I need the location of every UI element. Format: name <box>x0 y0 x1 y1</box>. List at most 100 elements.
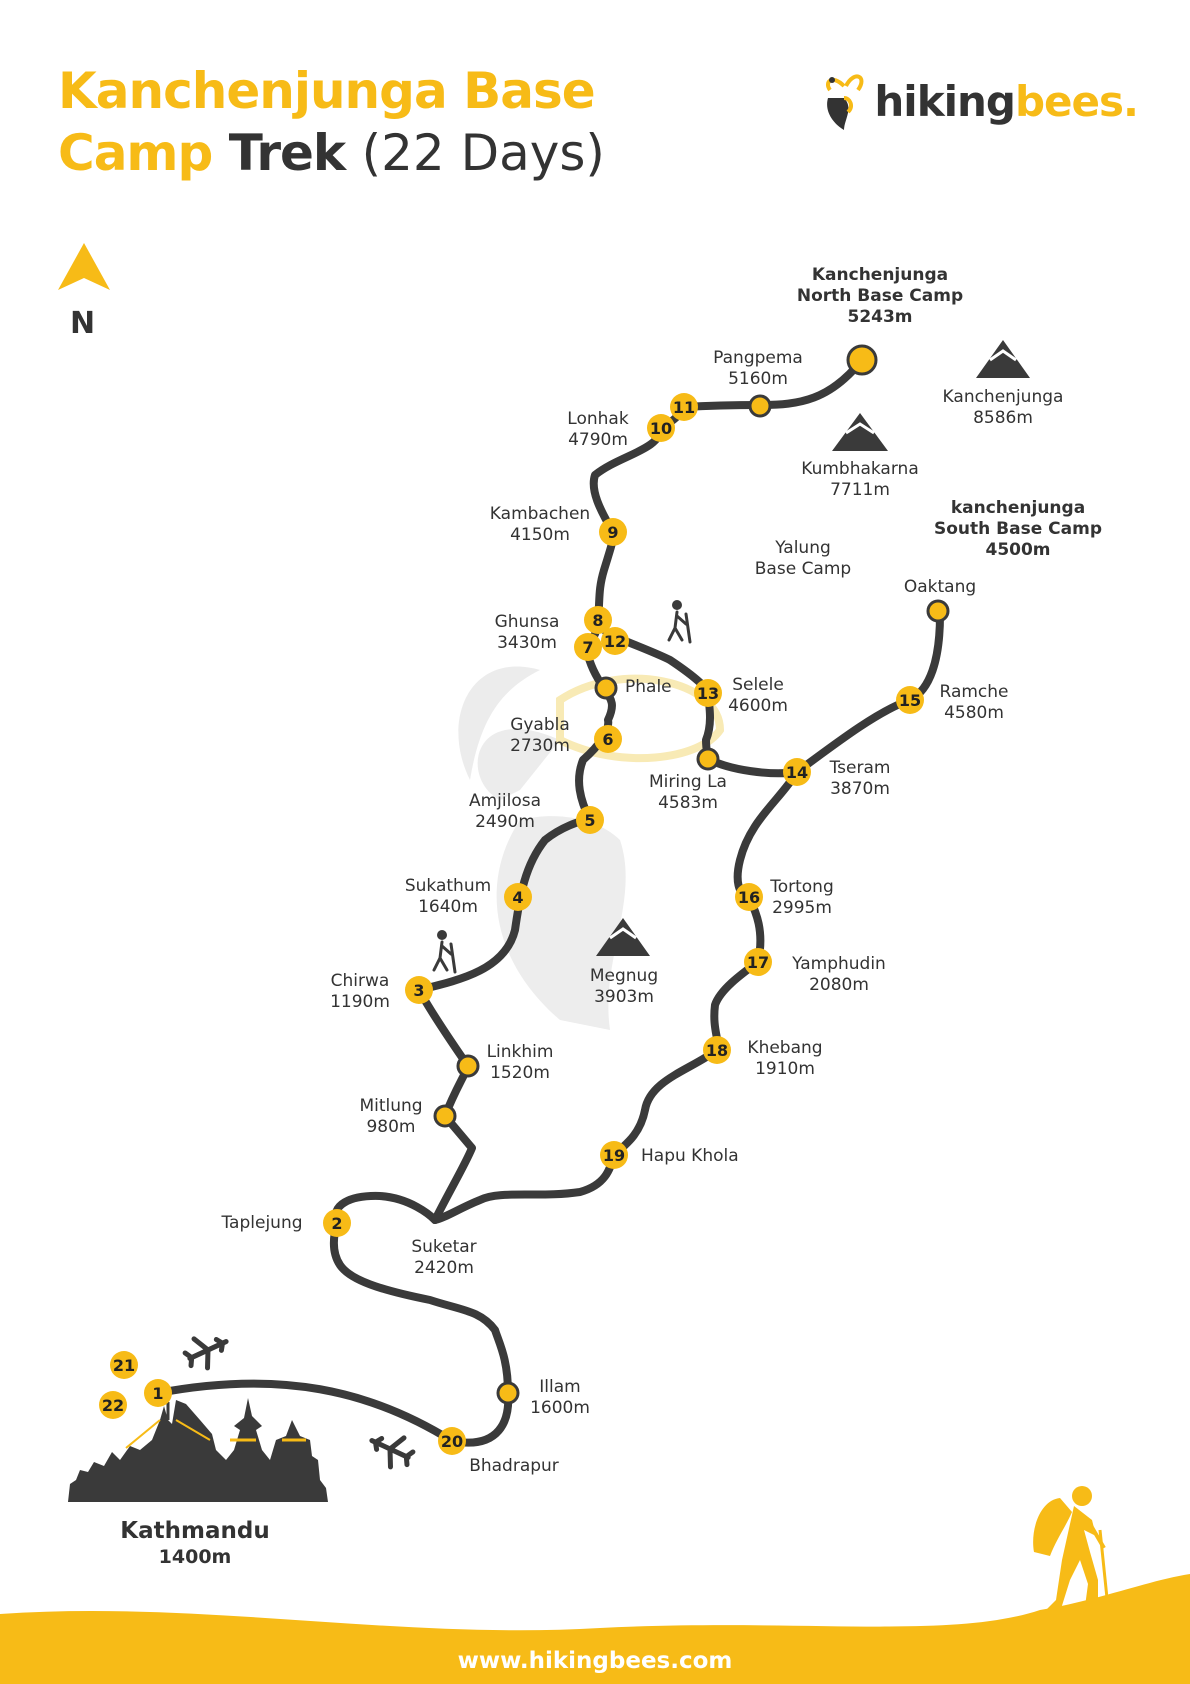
hikingbees-logo[interactable]: hikingbees. <box>814 66 1139 136</box>
stop-marker[interactable]: 2 <box>323 1209 351 1237</box>
stop-marker[interactable]: 13 <box>694 679 722 707</box>
bee-icon <box>826 74 864 130</box>
stop-marker[interactable]: 4 <box>504 883 532 911</box>
stop-number: 9 <box>607 523 618 542</box>
place-altitude: 5243m <box>847 307 912 327</box>
place-name: Illam <box>539 1377 580 1397</box>
place-altitude: 7711m <box>830 480 890 500</box>
stop-number: 8 <box>592 611 603 630</box>
place-altitude: 2080m <box>809 975 869 995</box>
stop-number: 11 <box>673 398 695 417</box>
place-altitude: 4600m <box>728 696 788 716</box>
place-name: Ghunsa <box>495 612 560 632</box>
stop-marker[interactable]: 11 <box>670 393 698 421</box>
waypoint-oaktang[interactable] <box>926 599 950 623</box>
place-name: Miring La <box>649 772 727 792</box>
waypoint-linkhim[interactable] <box>456 1054 480 1078</box>
stop-number: 5 <box>584 811 595 830</box>
place-name: Lonhak <box>567 409 629 429</box>
stop-marker[interactable]: 21 <box>110 1351 138 1379</box>
website-link[interactable]: www.hikingbees.com <box>457 1648 733 1674</box>
place-name: Khebang <box>747 1038 822 1058</box>
stop-marker[interactable]: 20 <box>438 1427 466 1455</box>
waypoint-illam[interactable] <box>496 1381 520 1405</box>
stop-marker[interactable]: 7 <box>574 633 602 661</box>
waypoint-miring-la[interactable] <box>696 747 720 771</box>
stop-number: 7 <box>582 638 593 657</box>
place-name: Taplejung <box>220 1213 302 1233</box>
place-altitude: Base Camp <box>755 559 851 579</box>
waypoint-mitlung[interactable] <box>433 1104 457 1128</box>
stop-marker[interactable]: 22 <box>99 1391 127 1419</box>
place-name: Suketar <box>411 1237 476 1257</box>
place-name: North Base Camp <box>797 286 963 306</box>
place-name: Hapu Khola <box>641 1146 739 1166</box>
place-name: South Base Camp <box>934 519 1102 539</box>
stop-number: 2 <box>331 1214 342 1233</box>
mountain-icon <box>832 413 888 451</box>
trekker-silhouette-icon <box>1033 1486 1110 1614</box>
place-altitude: 8586m <box>973 408 1033 428</box>
title-part: Camp <box>58 124 213 182</box>
place-name: Kambachen <box>490 504 590 524</box>
stop-marker[interactable]: 16 <box>735 883 763 911</box>
stop-number: 18 <box>706 1041 728 1060</box>
mountain-icon <box>976 340 1030 378</box>
stop-number: 20 <box>441 1432 463 1451</box>
waypoint-north-base-camp[interactable] <box>846 344 878 376</box>
stop-marker[interactable]: 15 <box>896 686 924 714</box>
stop-number: 16 <box>738 888 760 907</box>
stop-number: 3 <box>413 981 424 1000</box>
waypoints <box>433 344 950 1405</box>
stop-marker[interactable]: 3 <box>405 976 433 1004</box>
place-name: Phale <box>625 677 672 697</box>
place-name: Linkhim <box>487 1042 554 1062</box>
place-name: kanchenjunga <box>951 498 1085 518</box>
title-days: (22 Days) <box>361 124 605 182</box>
stop-marker[interactable]: 1 <box>144 1379 172 1407</box>
waypoint-phale[interactable] <box>594 676 618 700</box>
hiker-icon <box>667 600 692 644</box>
stop-marker[interactable]: 14 <box>783 758 811 786</box>
hiker-icon <box>432 930 457 974</box>
place-altitude: 2490m <box>475 812 535 832</box>
stop-marker[interactable]: 12 <box>601 627 629 655</box>
kathmandu-label: Kathmandu <box>120 1518 270 1544</box>
place-altitude: 4580m <box>944 703 1004 723</box>
city-skyline-icon <box>68 1398 328 1502</box>
place-name: Mitlung <box>359 1096 422 1116</box>
footer-hill <box>0 1574 1190 1684</box>
place-altitude: 3903m <box>594 987 654 1007</box>
place-name: Megnug <box>590 966 658 986</box>
airplane-icon <box>369 1435 416 1470</box>
north-arrow-icon <box>58 243 110 290</box>
place-altitude: 3430m <box>497 633 557 653</box>
stop-number: 10 <box>650 419 672 438</box>
stop-marker[interactable]: 17 <box>744 948 772 976</box>
stop-number: 21 <box>113 1356 135 1375</box>
stop-marker[interactable]: 6 <box>594 725 622 753</box>
stop-marker[interactable]: 9 <box>599 518 627 546</box>
place-altitude: 1910m <box>755 1059 815 1079</box>
place-altitude: 1190m <box>330 992 390 1012</box>
place-name: Bhadrapur <box>469 1456 559 1476</box>
place-name: Kumbhakarna <box>801 459 918 479</box>
place-name: Ramche <box>940 682 1009 702</box>
place-altitude: 2420m <box>414 1258 474 1278</box>
stop-number: 1 <box>152 1384 163 1403</box>
title-part: Kanchenjunga Base <box>58 62 596 120</box>
stop-marker[interactable]: 8 <box>584 606 612 634</box>
stop-marker[interactable]: 18 <box>703 1036 731 1064</box>
page-title: Kanchenjunga Base Camp Trek (22 Days) <box>58 60 605 184</box>
place-name: Tortong <box>769 877 834 897</box>
stop-marker[interactable]: 19 <box>600 1141 628 1169</box>
place-altitude: 4500m <box>985 540 1050 560</box>
title-part: Trek <box>228 124 346 182</box>
stop-marker[interactable]: 5 <box>576 806 604 834</box>
waypoint-pangpema[interactable] <box>748 394 772 418</box>
stop-marker[interactable]: 10 <box>647 414 675 442</box>
place-altitude: 1520m <box>490 1063 550 1083</box>
place-altitude: 4150m <box>510 525 570 545</box>
